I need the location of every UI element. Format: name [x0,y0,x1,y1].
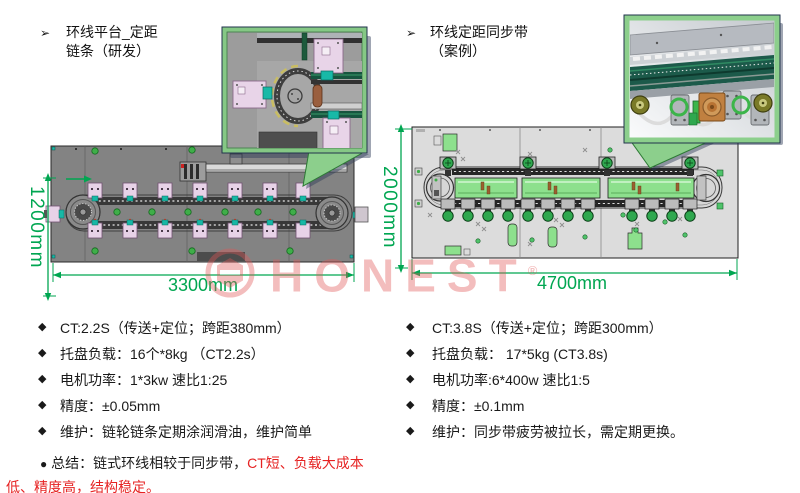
left-title-line2: 链条（研发） [66,43,150,59]
left-summary: ● 总结：链式环线相较于同步带，CT短、负载大成本低、精度高，结构稳定。 [6,452,378,493]
diamond-bullet-icon: ◆ [38,425,47,437]
right-sprocket [315,196,349,230]
left-spec-maintenance-text: 维护：链轮链条定期涂润滑油，维护简单 [60,424,312,440]
inset-pallet-plates [232,38,351,148]
right-spec-maintenance: ◆ 维护：同步带疲劳被拉长，需定期更换。 [400,422,792,440]
right-spec-precision: ◆ 精度：±0.1mm [400,396,792,414]
left-inset-callout [221,26,371,189]
left-spec-precision: ◆ 精度：±0.05mm [6,396,378,414]
diamond-bullet-icon: ◆ [406,425,415,437]
left-machine-drawing: 1200mm 3300mm [26,145,369,301]
right-spec-ct: ◆ CT:3.8S（传送+定位；跨距300mm） [400,318,792,336]
left-callout-pointer [302,150,368,187]
dimension-3300mm [52,263,355,282]
right-title-line2: （案例） [430,43,486,59]
right-callout-pointer [629,139,713,169]
left-inset-content [232,32,362,148]
diamond-bullet-icon: ◆ [38,373,47,385]
left-spec-ct: ◆ CT:2.2S（传送+定位；跨距380mm） [6,318,378,336]
left-spec-motor-text: 电机功率：1*3kw 速比1:25 [60,372,228,388]
right-spec-load-text: 托盘负载： 17*5kg (CT3.8s) [432,346,608,362]
left-machine-body [44,145,369,263]
diamond-bullet-icon: ◆ [38,399,47,411]
dimension-2000mm [395,124,412,273]
diamond-bullet-icon: ◆ [406,399,415,411]
left-spec-precision-text: 精度：±0.05mm [60,398,161,414]
right-machine-body [411,126,739,259]
right-spec-motor-text: 电机功率:6*400w 速比1:5 [432,372,590,388]
dimension-4700mm [411,259,738,280]
pallet-groups [454,177,695,199]
right-spec-motor: ◆ 电机功率:6*400w 速比1:5 [400,370,792,388]
left-spec-ct-text: CT:2.2S（传送+定位；跨距380mm） [60,320,291,336]
left-title-line1: 环线平台_定距 [66,24,158,40]
diamond-bullet-icon: ◆ [406,373,415,385]
right-spec-ct-text: CT:3.8S（传送+定位；跨距300mm） [432,320,663,336]
dot-bullet-icon: ● [40,457,48,471]
right-inset-callout [623,14,783,171]
bottom-motor-units [440,198,698,222]
left-spec-maintenance: ◆ 维护：链轮链条定期涂润滑油，维护简单 [6,422,378,440]
diamond-bullet-icon: ◆ [406,321,415,333]
right-spec-precision-text: 精度：±0.1mm [432,398,525,414]
flow-direction-arrow [66,175,92,183]
cross-marks [427,147,683,247]
left-spec-list: ◆ CT:2.2S（传送+定位；跨距380mm） ◆ 托盘负载：16个*8kg … [6,318,378,493]
diamond-bullet-icon: ◆ [38,347,47,359]
right-spec-maintenance-text: 维护：同步带疲劳被拉长，需定期更换。 [432,424,684,440]
belt-drive-assembly [630,90,773,127]
misc-fixtures [414,133,724,256]
right-title-arrow-icon: ➢ [406,26,417,40]
left-summary-black-text: 总结：链式环线相较于同步带， [51,455,248,471]
left-summary-red-text: CT短、负载大成本低、精度高，结构稳定。 [6,455,364,493]
right-height-dimension-label: 2000mm [380,166,400,249]
left-height-dimension-label: 1200mm [26,186,47,269]
right-spec-list: ◆ CT:3.8S（传送+定位；跨距300mm） ◆ 托盘负载： 17*5kg … [400,318,792,448]
left-spec-load-text: 托盘负载：16个*8kg （CT2.2s） [60,346,265,362]
dimension-1200mm [43,173,56,301]
diamond-bullet-icon: ◆ [406,347,415,359]
right-width-dimension-label: 4700mm [537,273,607,293]
right-machine-drawing: 2000mm 4700mm [380,124,739,293]
pallet-fixtures [44,182,369,239]
diamond-bullet-icon: ◆ [38,321,47,333]
left-width-dimension-label: 3300mm [168,275,238,295]
left-spec-motor: ◆ 电机功率：1*3kw 速比1:25 [6,370,378,388]
left-spec-load: ◆ 托盘负载：16个*8kg （CT2.2s） [6,344,378,362]
right-spec-load: ◆ 托盘负载： 17*5kg (CT3.8s) [400,344,792,362]
top-motor-units [439,156,699,176]
right-inset-content [630,22,774,127]
chain-loop [65,194,353,232]
left-title: 环线平台_定距 链条（研发） [66,23,158,61]
left-sprocket [65,194,101,230]
right-title: 环线定距同步带 （案例） [430,23,528,61]
right-title-line1: 环线定距同步带 [430,24,528,40]
left-title-arrow-icon: ➢ [40,26,51,40]
